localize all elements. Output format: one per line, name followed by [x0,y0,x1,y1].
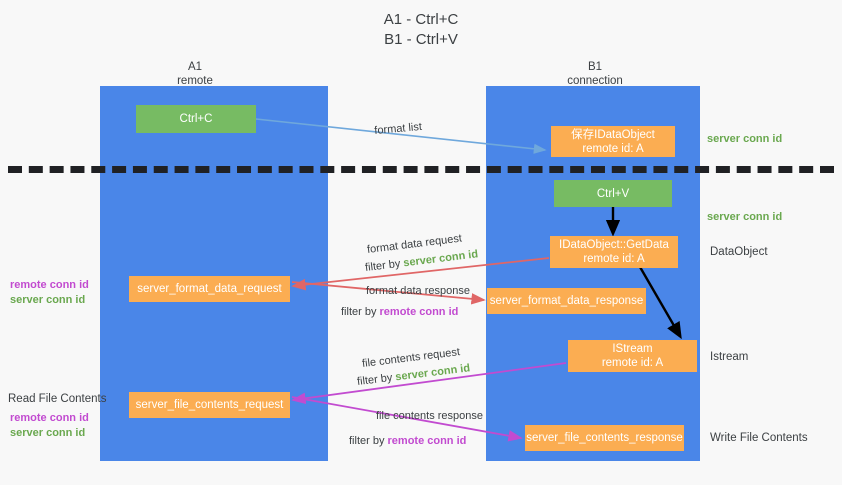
annotation-server-conn-id-mid-text: server conn id [707,211,783,223]
label-format-data-response-filter: filter by remote conn id [341,305,458,319]
box-istream-line2: remote id: A [601,357,664,369]
label-format-data-request-filter-prefix: filter by [364,257,405,275]
label-file-contents-response-filter: filter by remote conn id [349,434,466,448]
box-idataobject-getdata[interactable]: IDataObject::GetData remote id: A [550,236,678,268]
annotation-mid-conn-ids: remote conn id server conn id [10,278,89,308]
annotation-server-conn-id-mid: server conn id [707,210,782,224]
box-istream-line1: IStream [612,343,653,355]
label-format-data-request-filter-key: server conn id [402,248,479,270]
box-server-file-contents-request-label: server_file_contents_request [135,399,284,411]
annotation-server-conn-id-top-text: server conn id [707,133,783,145]
box-istream[interactable]: IStream remote id: A [568,340,697,372]
box-server-file-contents-response-label: server_file_contents_response [526,432,683,444]
box-ctrl-c-label: Ctrl+C [179,113,213,125]
label-format-list: format list [374,120,423,138]
column-header-a1-name: A1 [187,61,203,73]
label-format-list-text: format list [373,120,423,138]
column-header-a1: A1 remote [115,60,275,88]
annotation-mid-server-conn-id: server conn id [10,294,86,306]
annotation-dataobject-text: DataObject [710,246,768,258]
annotation-server-conn-id-top: server conn id [707,132,782,146]
annotation-read-file-contents-text: Read File Contents [8,393,107,405]
column-header-b1-sub: connection [567,75,623,87]
annotation-istream: Istream [710,350,748,364]
label-file-contents-response-text: file contents response [376,410,484,422]
annotation-write-file-contents-text: Write File Contents [710,432,808,444]
box-getdata-line2: remote id: A [583,253,645,265]
box-server-format-data-request-label: server_format_data_request [137,283,282,295]
box-ctrl-c[interactable]: Ctrl+C [136,105,256,133]
title-line-1: A1 - Ctrl+C [383,11,459,28]
label-file-contents-request-filter-prefix: filter by [356,371,397,389]
column-header-a1-sub: remote [177,75,213,87]
diagram-title: A1 - Ctrl+C B1 - Ctrl+V [0,10,842,50]
box-save-idataobject-line2: remote id: A [582,142,644,155]
annotation-bottom-server-conn-id: server conn id [10,427,86,439]
box-ctrl-v[interactable]: Ctrl+V [554,180,672,207]
box-save-idataobject-line1: 保存IDataObject [571,128,655,141]
annotation-mid-remote-conn-id: remote conn id [10,279,89,291]
box-getdata-line1: IDataObject::GetData [559,239,669,251]
title-line-2: B1 - Ctrl+V [384,31,458,48]
box-server-file-contents-request[interactable]: server_file_contents_request [129,392,290,418]
column-header-b1-name: B1 [587,61,603,73]
annotation-write-file-contents: Write File Contents [710,431,808,445]
label-format-data-response-filter-prefix: filter by [341,306,380,318]
annotation-read-file-contents: Read File Contents [8,392,106,406]
box-server-format-data-response[interactable]: server_format_data_response [487,288,646,314]
box-server-format-data-request[interactable]: server_format_data_request [129,276,290,302]
label-format-data-response-filter-key: remote conn id [379,306,459,318]
annotation-bottom-conn-ids: remote conn id server conn id [10,411,89,441]
label-format-data-response: format data response [366,284,470,298]
box-ctrl-v-label: Ctrl+V [596,187,630,200]
box-server-format-data-response-label: server_format_data_response [489,295,644,307]
annotation-bottom-remote-conn-id: remote conn id [10,412,89,424]
label-file-contents-response-filter-prefix: filter by [349,435,388,447]
label-file-contents-response: file contents response [376,409,483,423]
annotation-istream-text: Istream [710,351,749,363]
label-file-contents-response-filter-key: remote conn id [387,435,467,447]
annotation-dataobject: DataObject [710,245,768,259]
section-divider [8,166,834,173]
box-save-idataobject[interactable]: 保存IDataObject remote id: A [551,126,675,157]
box-server-file-contents-response[interactable]: server_file_contents_response [525,425,684,451]
label-format-data-response-text: format data response [366,285,470,297]
column-header-b1: B1 connection [515,60,675,88]
